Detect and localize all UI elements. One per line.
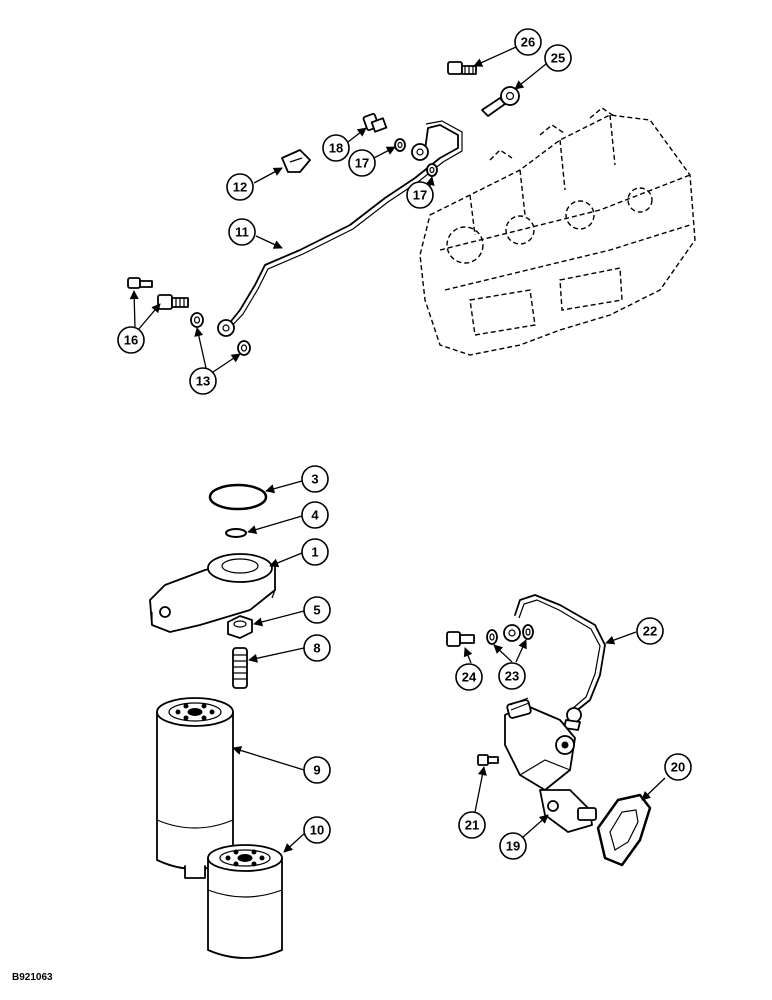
svg-text:24: 24 — [462, 670, 477, 685]
banjo-fitting-lower — [217, 319, 235, 337]
callout-26: 26 — [514, 28, 542, 56]
washer-17-upper — [394, 138, 406, 152]
line-end-fitting — [563, 707, 582, 731]
mounting-bolt — [477, 754, 499, 766]
banjo-fitting-25 — [481, 86, 520, 117]
banjo-fitting-22 — [503, 624, 521, 642]
banjo-bolt-26 — [447, 61, 477, 75]
callout-17-a: 17 — [348, 149, 376, 177]
washer-23-b — [522, 624, 534, 640]
callout-19: 19 — [499, 832, 527, 860]
svg-text:13: 13 — [196, 374, 210, 389]
callout-11: 11 — [228, 218, 256, 246]
banjo-bolt-24 — [446, 631, 475, 647]
callout-12: 12 — [226, 173, 254, 201]
o-ring — [208, 483, 268, 511]
banjo-bolt-16-small — [127, 277, 153, 289]
callout-3: 3 — [301, 465, 329, 493]
callout-23: 23 — [498, 662, 526, 690]
callout-16: 16 — [117, 326, 145, 354]
svg-text:17: 17 — [413, 188, 427, 203]
fuel-line — [227, 124, 459, 326]
washer-23-a — [486, 629, 498, 645]
svg-text:19: 19 — [506, 839, 520, 854]
banjo-fitting-upper — [411, 143, 429, 161]
threaded-fitting — [232, 647, 248, 689]
washer-13-upper — [190, 312, 204, 328]
fuel-filter-large — [156, 697, 234, 879]
nut — [227, 615, 253, 639]
callout-24: 24 — [455, 663, 483, 691]
line-clip — [281, 149, 311, 173]
callout-20: 20 — [664, 753, 692, 781]
svg-text:26: 26 — [521, 35, 535, 50]
transfer-pump — [504, 697, 597, 833]
seal-ring — [225, 528, 247, 538]
svg-text:3: 3 — [311, 472, 318, 487]
svg-text:9: 9 — [313, 763, 320, 778]
callout-10: 10 — [303, 816, 331, 844]
banjo-bolt-18 — [362, 113, 388, 133]
callout-4: 4 — [301, 501, 329, 529]
callout-13: 13 — [189, 367, 217, 395]
callout-9: 9 — [303, 756, 331, 784]
svg-text:11: 11 — [235, 225, 249, 240]
fuel-filter-small — [207, 844, 283, 959]
callout-22: 22 — [636, 617, 664, 645]
washer-17-lower — [426, 163, 438, 177]
svg-text:10: 10 — [310, 823, 324, 838]
pump-gasket — [596, 793, 652, 867]
svg-text:5: 5 — [313, 603, 320, 618]
callout-5: 5 — [303, 596, 331, 624]
injection-pump-outline — [419, 107, 696, 356]
svg-text:18: 18 — [329, 141, 343, 156]
callout-25: 25 — [544, 44, 572, 72]
svg-text:16: 16 — [124, 333, 138, 348]
drawing-id: B921063 — [12, 972, 53, 983]
svg-text:17: 17 — [355, 156, 369, 171]
fuel-line-22 — [514, 594, 606, 713]
svg-text:8: 8 — [313, 641, 320, 656]
svg-text:20: 20 — [671, 760, 685, 775]
washer-13-lower — [237, 340, 251, 356]
svg-text:25: 25 — [551, 51, 565, 66]
callout-1: 1 — [301, 538, 329, 566]
svg-text:1: 1 — [311, 545, 318, 560]
callout-17-b: 17 — [406, 181, 434, 209]
filter-head — [149, 553, 276, 633]
callout-18: 18 — [322, 134, 350, 162]
banjo-bolt-16-large — [157, 294, 189, 310]
svg-text:22: 22 — [643, 624, 657, 639]
svg-text:23: 23 — [505, 669, 519, 684]
svg-text:4: 4 — [311, 508, 319, 523]
callout-21: 21 — [458, 811, 486, 839]
callout-8: 8 — [303, 634, 331, 662]
svg-text:12: 12 — [233, 180, 247, 195]
svg-text:21: 21 — [465, 818, 479, 833]
